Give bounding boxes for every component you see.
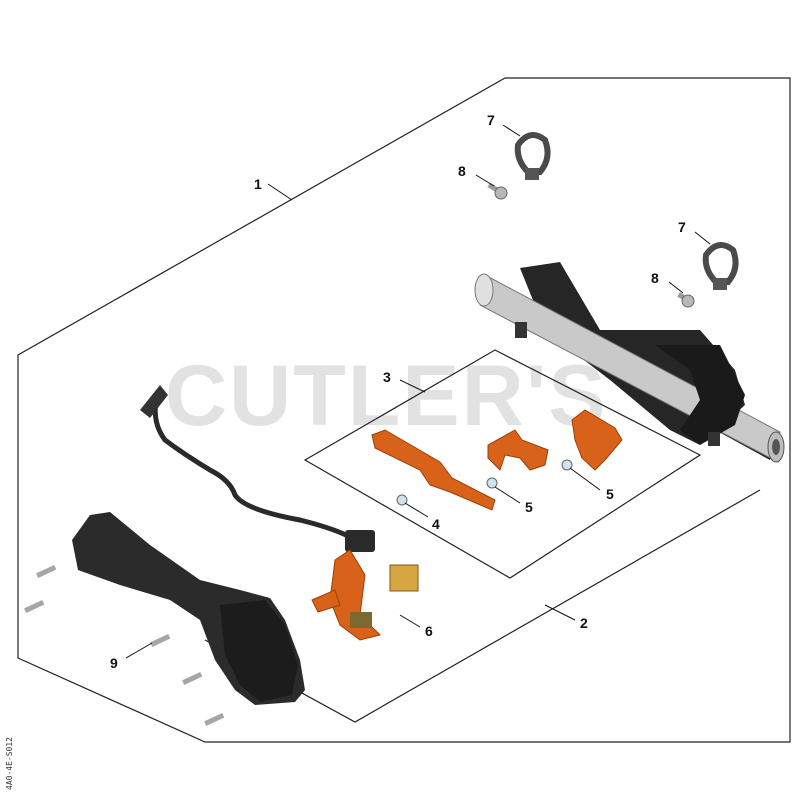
leader-4	[404, 502, 429, 518]
callout-8a: 8	[458, 163, 466, 179]
bolt-3	[150, 633, 171, 647]
callout-7b: 7	[678, 219, 686, 235]
drive-tube-assembly	[474, 262, 785, 463]
bolt-5	[204, 712, 225, 726]
callout-7a: 7	[487, 112, 495, 128]
assembly-frame	[17, 77, 791, 743]
switch-part	[571, 409, 623, 471]
callout-5b: 5	[606, 486, 614, 502]
watermark-text: CUTLER'S	[165, 348, 608, 444]
drawing-code: 4A0-4E-S012	[5, 737, 14, 790]
cable-harness	[140, 385, 375, 552]
leader-6	[399, 614, 421, 628]
leader-1	[267, 183, 293, 201]
spring-5a	[486, 477, 498, 489]
leader-9	[125, 642, 153, 659]
lever-part	[487, 429, 549, 471]
bolt-4	[182, 671, 203, 685]
leader-3	[399, 379, 426, 393]
screw-top	[487, 182, 508, 200]
callout-1: 1	[254, 176, 262, 192]
kit-frame	[303, 349, 702, 579]
callout-3: 3	[383, 369, 391, 385]
leader-7a	[502, 124, 521, 137]
spring-4	[396, 494, 408, 506]
callout-4: 4	[432, 516, 440, 532]
callout-8b: 8	[651, 270, 659, 286]
callout-2: 2	[580, 615, 588, 631]
leader-8a	[475, 174, 495, 187]
control-handle-unit	[311, 549, 419, 641]
grip-handle	[72, 512, 305, 705]
bolt-2	[24, 599, 45, 613]
leader-5b	[569, 467, 601, 491]
throttle-trigger-part	[371, 429, 496, 511]
spring-5b	[561, 459, 573, 471]
leader-2	[544, 604, 576, 621]
leader-5a	[494, 486, 521, 504]
leader-8b	[668, 281, 684, 294]
screw-right	[677, 292, 695, 308]
clamp-right	[702, 242, 739, 290]
leader-7b	[694, 231, 711, 245]
callout-5a: 5	[525, 499, 533, 515]
callout-9: 9	[110, 655, 118, 671]
bolt-1	[36, 564, 57, 578]
callout-6: 6	[425, 623, 433, 639]
clamp-top	[514, 132, 551, 180]
